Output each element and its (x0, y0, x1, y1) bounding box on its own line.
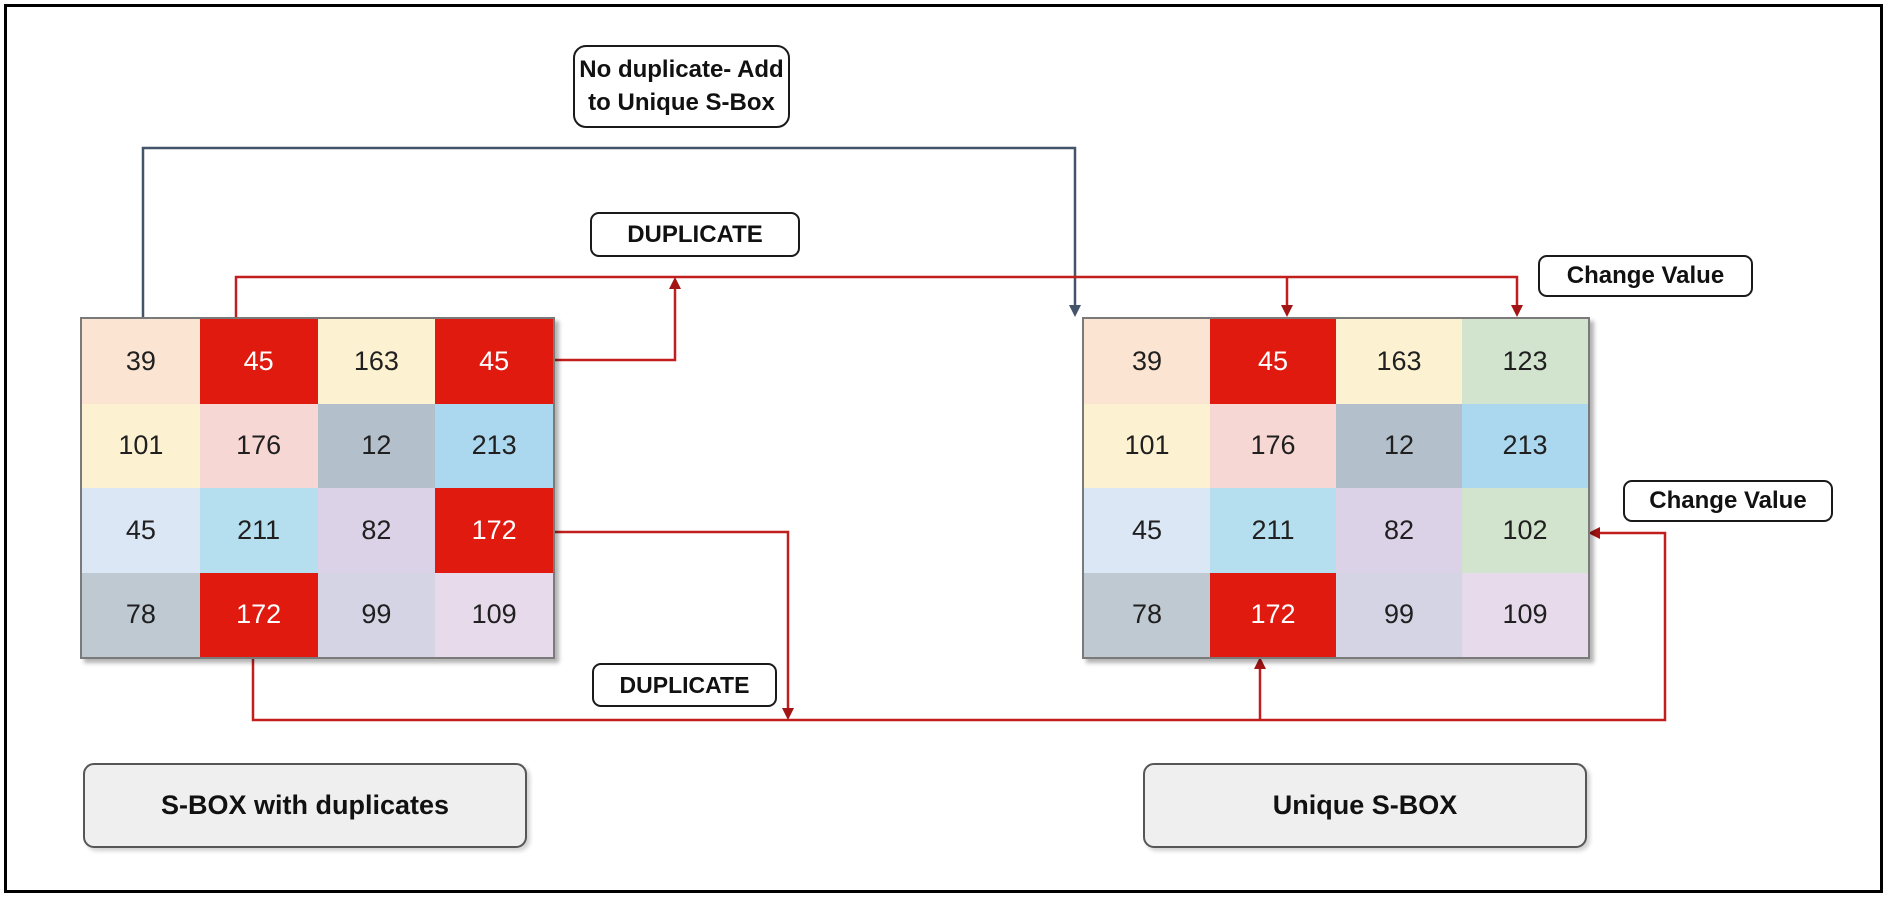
unique-sbox-grid: 39 45 163 123 101 176 12 213 45 211 82 1… (1082, 317, 1590, 659)
sbox-cell-duplicate: 45 (199, 319, 318, 404)
sbox-cell: 82 (1336, 488, 1462, 573)
sbox-cell: 163 (1336, 319, 1462, 404)
sbox-cell: 211 (1210, 488, 1336, 573)
sbox-cell: 213 (435, 403, 553, 488)
sbox-cell: 45 (1084, 488, 1210, 573)
sbox-cell-duplicate: 45 (1210, 319, 1336, 404)
sbox-cell: 99 (317, 572, 436, 657)
duplicate-label-bottom: DUPLICATE (592, 663, 777, 707)
sbox-cell-duplicate: 172 (1210, 572, 1336, 657)
sbox-cell: 12 (1336, 403, 1462, 488)
no-duplicate-label: No duplicate- Add to Unique S-Box (573, 45, 790, 128)
sbox-cell-duplicate: 172 (435, 488, 553, 573)
sbox-with-duplicates-grid: 39 45 163 45 101 176 12 213 45 211 82 17… (80, 317, 555, 659)
sbox-cell: 163 (317, 319, 436, 404)
sbox-cell: 39 (82, 319, 200, 404)
sbox-cell: 101 (1084, 403, 1210, 488)
sbox-cell: 211 (199, 488, 318, 573)
sbox-cell-changed: 123 (1462, 319, 1588, 404)
outer-frame (4, 4, 1883, 893)
sbox-cell: 39 (1084, 319, 1210, 404)
sbox-cell: 99 (1336, 572, 1462, 657)
sbox-cell: 82 (317, 488, 436, 573)
right-grid-caption: Unique S-BOX (1143, 763, 1587, 848)
duplicate-label-top: DUPLICATE (590, 212, 800, 257)
change-value-label-right: Change Value (1623, 480, 1833, 522)
sbox-cell: 45 (82, 488, 200, 573)
sbox-cell-changed: 102 (1462, 488, 1588, 573)
left-grid-caption: S-BOX with duplicates (83, 763, 527, 848)
sbox-cell-duplicate: 172 (199, 572, 318, 657)
sbox-cell-duplicate: 45 (435, 319, 553, 404)
sbox-cell: 176 (1210, 403, 1336, 488)
sbox-cell: 78 (82, 572, 200, 657)
sbox-cell: 78 (1084, 572, 1210, 657)
sbox-cell: 213 (1462, 403, 1588, 488)
sbox-cell: 12 (317, 403, 436, 488)
change-value-label-top: Change Value (1538, 255, 1753, 297)
sbox-cell: 176 (199, 403, 318, 488)
sbox-cell: 109 (1462, 572, 1588, 657)
sbox-cell: 109 (435, 572, 553, 657)
sbox-cell: 101 (82, 403, 200, 488)
